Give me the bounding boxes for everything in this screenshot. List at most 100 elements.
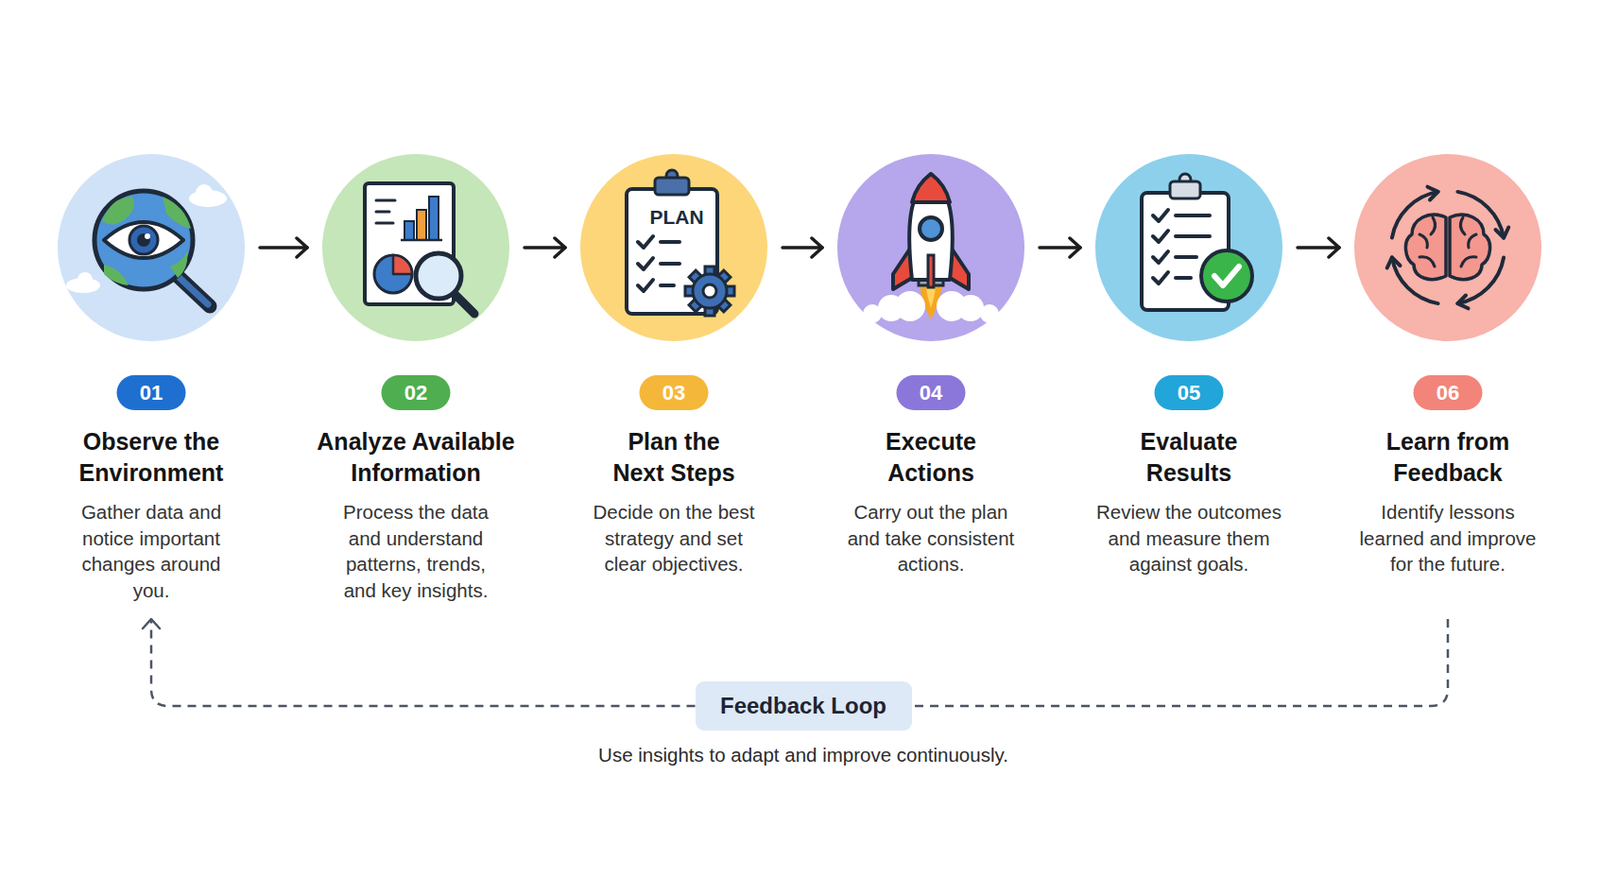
step-number: 01 <box>117 375 187 411</box>
step-description: Process the data and understand patterns… <box>333 498 499 603</box>
pupil <box>137 233 151 247</box>
connector-line <box>1039 245 1081 250</box>
step-card: 02Analyze Available InformationProcess t… <box>307 154 525 620</box>
arrow-head <box>1069 238 1081 258</box>
connector-line <box>524 245 566 250</box>
gear-body <box>692 274 727 309</box>
check-mark <box>637 236 654 248</box>
step-number: 04 <box>896 375 966 411</box>
check-line <box>660 261 680 266</box>
step-number: 03 <box>639 375 709 411</box>
check-line <box>1175 255 1197 259</box>
cycle-head <box>1427 187 1439 201</box>
continent <box>170 251 188 278</box>
text-line <box>376 199 396 203</box>
step-title: Plan the Next Steps <box>602 426 745 489</box>
check-line <box>1175 213 1210 218</box>
iris <box>129 225 158 255</box>
pill-text: Feedback Loop <box>695 681 912 731</box>
smoke-cloud <box>980 304 999 324</box>
check-mark <box>1152 272 1169 284</box>
gear-hole <box>703 284 717 298</box>
chart-bar <box>416 209 427 241</box>
cycle-head <box>1496 227 1510 239</box>
cycle-head <box>1457 295 1468 310</box>
connector-line <box>1297 245 1340 250</box>
check-line <box>660 283 674 288</box>
step-circle <box>322 154 510 342</box>
check-line <box>1175 234 1210 239</box>
step-title: Analyze Available Information <box>307 426 525 489</box>
step-number: 05 <box>1154 375 1224 411</box>
evaluate-icon <box>1095 154 1283 342</box>
step-title: Observe the Environment <box>47 426 256 489</box>
step-circle <box>57 154 245 342</box>
continent <box>103 264 129 286</box>
loop-caption: Use insights to adapt and improve contin… <box>598 741 1009 768</box>
rocket-window <box>919 217 943 241</box>
eye <box>103 222 184 259</box>
step-card: 06Learn from FeedbackIdentify lessons le… <box>1339 154 1557 620</box>
step-card: 05Evaluate ResultsReview the outcomes an… <box>1080 154 1298 620</box>
brain-fold <box>1460 217 1465 235</box>
arrow-head <box>811 238 823 258</box>
flow-arrow <box>259 238 308 258</box>
step-card: 04Execute ActionsCarry out the plan and … <box>822 154 1040 620</box>
step-circle <box>580 154 768 342</box>
rocket-nose <box>911 173 950 203</box>
feedback-connector <box>142 619 696 706</box>
brain-lobe <box>1405 214 1446 279</box>
globe <box>94 190 193 290</box>
magnifier-lens <box>415 253 462 299</box>
chart-axis <box>400 239 443 242</box>
brain-fold <box>1468 234 1477 248</box>
brain-lobe <box>1449 214 1491 279</box>
feedback-connector <box>911 619 1449 706</box>
step-title: Execute Actions <box>855 426 1007 489</box>
eye-highlight <box>144 233 151 240</box>
arrow-head <box>1328 238 1340 258</box>
step-description: Carry out the plan and take consistent a… <box>841 498 1021 578</box>
icon-label: PLAN <box>649 205 704 230</box>
badge-check <box>1214 266 1239 286</box>
learn-icon <box>1354 154 1542 342</box>
text-line <box>376 222 394 225</box>
magnifier-handle <box>179 277 208 305</box>
connector-line <box>151 619 696 706</box>
brain <box>1405 214 1490 279</box>
text-line <box>376 210 390 214</box>
step-number: 06 <box>1413 375 1483 411</box>
pie-slice <box>393 255 413 275</box>
brain-fold <box>1461 257 1477 267</box>
step-title: Evaluate Results <box>1113 426 1265 489</box>
check-line <box>1175 275 1191 280</box>
brain-half <box>1449 214 1491 279</box>
step-card: 01Observe the EnvironmentGather data and… <box>42 154 260 620</box>
clipboard <box>626 189 718 314</box>
check-mark <box>637 279 654 292</box>
check-line <box>660 240 680 244</box>
smoke-cloud <box>894 291 926 322</box>
cloud <box>77 272 93 288</box>
step-circle <box>1354 154 1542 342</box>
continent <box>102 196 135 225</box>
flow-arrow <box>1297 238 1340 258</box>
smoke-cloud <box>957 294 984 322</box>
analyze-icon <box>322 154 510 342</box>
clipboard-clip <box>1169 181 1201 199</box>
pie-chart <box>374 255 413 293</box>
step-number: 02 <box>381 375 451 411</box>
step-description: Gather data and notice important changes… <box>68 498 235 603</box>
brain-fold <box>1419 234 1428 248</box>
brain-fold <box>1430 217 1436 235</box>
feedback-pill: Feedback LoopUse insights to adapt and i… <box>695 681 912 731</box>
flow-arrow <box>524 238 566 258</box>
step-title: Learn from Feedback <box>1348 426 1548 489</box>
step-description: Identify lessons learned and improve for… <box>1353 498 1543 578</box>
gear <box>685 266 735 316</box>
check-mark <box>1152 251 1169 263</box>
connector-line <box>911 619 1449 706</box>
execute-icon <box>837 154 1025 342</box>
magnifier-handle <box>177 275 210 307</box>
